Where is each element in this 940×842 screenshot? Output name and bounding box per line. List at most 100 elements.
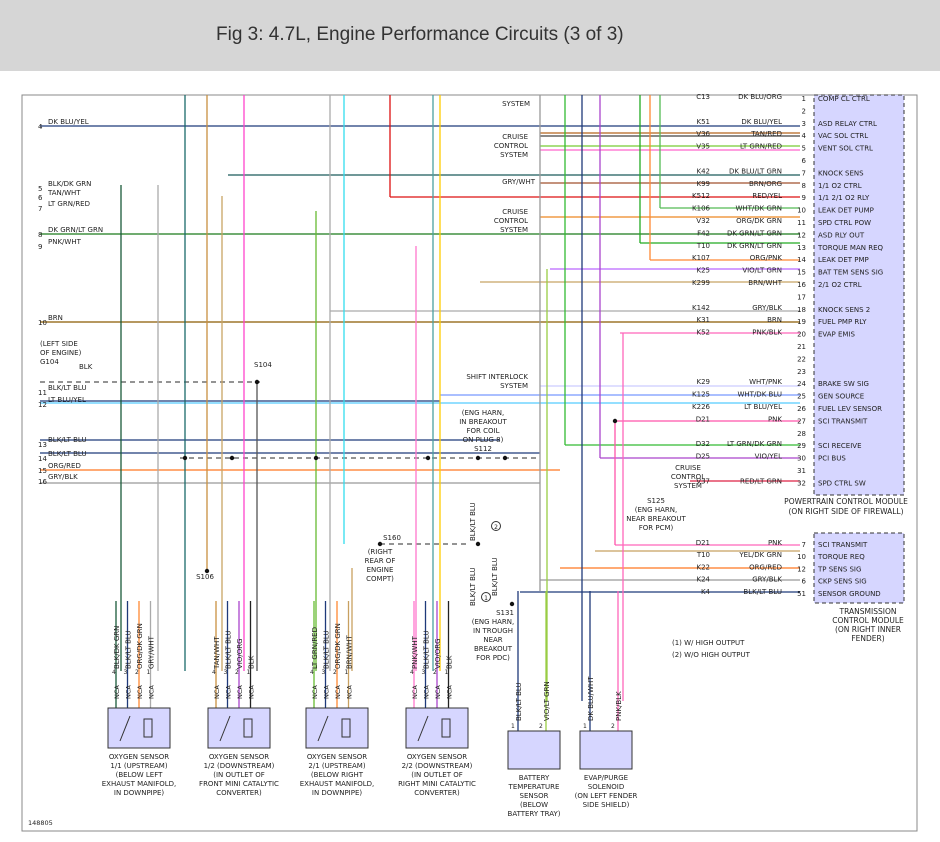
- device-pin-num: 1: [583, 723, 587, 730]
- pcm-pin-circuit: F42: [697, 229, 710, 237]
- sensor-name-line: 1/1 (UPSTREAM): [110, 762, 167, 770]
- sensor-pin-num: 4: [212, 669, 216, 676]
- g104-label-1: (LEFT SIDE: [40, 340, 78, 348]
- pcm-pin-label: ASD RELAY CTRL: [818, 120, 877, 128]
- sensor-pin-nca: NCA: [323, 685, 331, 699]
- left-wire-number: 10: [38, 319, 47, 327]
- pcm-pin-circuit: D25: [696, 453, 710, 461]
- pcm-block: [813, 94, 905, 496]
- sensor-name-line: IN DOWNPIPE): [312, 789, 363, 797]
- figure-id: 148805: [28, 819, 53, 827]
- cruise-label-3b: CONTROL: [671, 473, 705, 481]
- pcm-pin-number: 18: [797, 306, 806, 314]
- pcm-pin-color: WHT/DK BLU: [737, 391, 782, 399]
- tcm-pin-label: TP SENS SIG: [817, 565, 861, 573]
- device-name-line: SENSOR: [520, 792, 549, 800]
- system-labels: SYSTEM CRUISE CONTROL SYSTEM GRY/WHT CRU…: [28, 100, 751, 827]
- sensor-pin-num: 2: [433, 669, 437, 676]
- pcm-pin-number: 23: [797, 368, 806, 376]
- sensor-pin-nca: NCA: [225, 685, 233, 699]
- cruise-label-1b: CONTROL: [494, 142, 528, 150]
- sensor-pin-num: 3: [422, 669, 426, 676]
- pcm-pin-color: LT BLU/YEL: [744, 403, 782, 411]
- pcm-pin-number: 2: [802, 107, 806, 115]
- device-name-line: EVAP/PURGE: [584, 774, 628, 782]
- pcm-pin-circuit: V36: [696, 130, 710, 138]
- sensor-wire-label: BLK: [446, 655, 454, 669]
- device-wire-label: DK BLU/WHT: [587, 676, 595, 721]
- tcm-pin-number: 12: [797, 565, 806, 573]
- left-wire-label: DK BLU/YEL: [48, 118, 89, 126]
- pcm-pin-number: 9: [802, 194, 806, 202]
- sensor-wire-label: ORG/DK GRN: [136, 623, 144, 669]
- g104-blk: BLK: [79, 363, 93, 371]
- s125-label-2: (ENG HARN,: [635, 506, 677, 514]
- sensor-pin-num: 3: [224, 669, 228, 676]
- sensor-pin-num: 2: [333, 669, 337, 676]
- left-wire-label: BLK/DK GRN: [48, 180, 91, 188]
- pcm-pin-color: WHT/PNK: [749, 378, 782, 386]
- pcm-pin-number: 21: [797, 343, 806, 351]
- pcm-pin-number: 11: [797, 219, 806, 227]
- pcm-pin-number: 29: [797, 442, 806, 450]
- s131-label-5: BREAKOUT: [474, 645, 513, 653]
- tcm-pin-label: TORQUE REQ: [817, 553, 865, 561]
- pcm-pin-number: 14: [797, 256, 806, 264]
- pcm-pin-number: 10: [797, 207, 806, 215]
- left-wire-number: 14: [38, 455, 47, 463]
- pcm-pin-number: 19: [797, 318, 806, 326]
- pcm-pin-number: 24: [797, 380, 806, 388]
- pcm-pin-label: EVAP EMIS: [818, 331, 856, 339]
- sensor-name-line: (BELOW LEFT: [116, 771, 163, 779]
- pcm-pin-number: 27: [797, 417, 806, 425]
- sensor-name-line: (IN OUTLET OF: [213, 771, 265, 779]
- pcm-pin-number: 12: [797, 231, 806, 239]
- device-name-line: BATTERY TRAY): [508, 810, 561, 818]
- pcm-pin-label: BAT TEM SENS SIG: [818, 269, 883, 277]
- device-body: [579, 730, 633, 770]
- pcm-pin-circuit: K31: [697, 316, 711, 324]
- s125-label-4: FOR PCM): [639, 524, 674, 532]
- s112-label-2: IN BREAKOUT: [459, 418, 507, 426]
- pcm-pin-label: 2/1 O2 CTRL: [818, 281, 862, 289]
- sensor-name-line: 2/2 (DOWNSTREAM): [402, 762, 473, 770]
- pcm-pin-color: ORG/PNK: [750, 254, 783, 262]
- left-wire-number: 4: [38, 123, 43, 131]
- pcm-pin-color: TAN/RED: [750, 130, 782, 138]
- tcm-pin-number: 7: [802, 541, 806, 549]
- s112-vertical-labels: BLK/LT BLU BLK/LT BLU BLK/LT BLU 2 1: [469, 502, 501, 606]
- sensor-wire-label: ORG/DK GRN: [334, 623, 342, 669]
- sensor-pin-num: 1: [147, 669, 151, 676]
- left-wire-number: 6: [38, 194, 43, 202]
- device-wire-label: PNK/BLK: [615, 691, 623, 721]
- pcm-pin-circuit: V37: [696, 477, 710, 485]
- pcm-pin-circuit: C13: [696, 93, 710, 101]
- tcm-pin-label: SCI TRANSMIT: [818, 541, 868, 549]
- horizontal-wires: [40, 125, 800, 593]
- sensor-pin-nca: NCA: [346, 685, 354, 699]
- left-wire-label: DK GRN/LT GRN: [48, 226, 103, 234]
- device-wire-label: BLK/LT BLU: [515, 682, 523, 721]
- pcm-pin-label: SCI RECEIVE: [818, 442, 862, 450]
- pcm-pin-number: 22: [797, 355, 806, 363]
- figure-title: Fig 3: 4.7L, Engine Performance Circuits…: [216, 24, 624, 45]
- pcm-pin-number: 15: [797, 269, 806, 277]
- tcm-pin-circuit: T10: [696, 551, 710, 559]
- pcm-title-1: POWERTRAIN CONTROL MODULE: [784, 497, 908, 506]
- pcm-pin-color: LT GRN/RED: [740, 143, 782, 151]
- pcm-pin-color: DK BLU/YEL: [741, 118, 782, 126]
- sensor-pin-nca: NCA: [113, 685, 121, 699]
- pcm-pin-number: 4: [802, 132, 807, 140]
- tcm-pin-circuit: K4: [701, 588, 711, 596]
- pcm-pin-number: 25: [797, 393, 806, 401]
- sensor-wire-label: VIO/ORG: [434, 638, 442, 669]
- sensor-name-line: CONVERTER): [216, 789, 262, 797]
- pcm-pin-number: 8: [802, 182, 806, 190]
- left-wire-label: TAN/WHT: [47, 189, 81, 197]
- tcm-pin-color: PNK: [768, 539, 782, 547]
- sensor-pin-num: 4: [310, 669, 314, 676]
- device-name-line: TEMPERATURE: [508, 783, 560, 791]
